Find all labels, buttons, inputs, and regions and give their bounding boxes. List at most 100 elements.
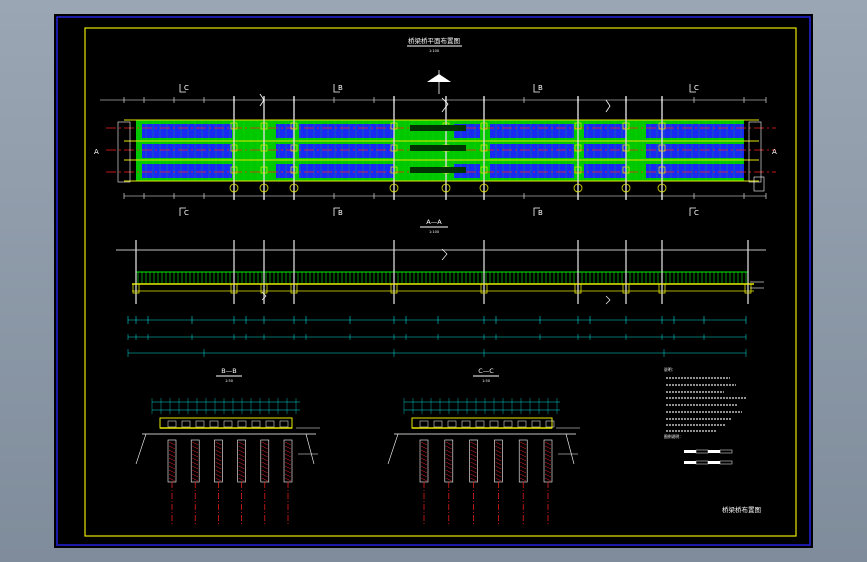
section-pile-hatch [470,469,477,474]
section-pile-hatch [470,445,477,450]
section-pile-hatch [520,449,527,454]
plan-bearing [658,122,666,130]
section-pile-hatch [168,445,176,450]
section-b-view: B—B 1:50 [135,367,320,526]
section-pile-hatch [544,441,552,446]
plan-bearing [290,144,298,152]
section-pile-hatch [470,441,477,446]
scale-bar [684,449,733,465]
section-girder [503,420,513,428]
elevation-break-mark [605,295,611,305]
section-pile-hatch [544,453,552,458]
plan-pile-cap [621,183,631,193]
section-pile-hatch [420,469,428,474]
section-pile-hatch [238,453,245,458]
plan-centerlines [106,127,776,173]
section-pile-hatch [445,469,452,474]
elevation-pier-cap [132,283,140,294]
section-girder [475,420,485,428]
plan-bearing [574,166,582,174]
section-a-view: A—A 1:100 [116,218,766,357]
section-pile-hatch [420,441,428,446]
right-abutment [748,121,762,183]
cad-drawing: 桥梁桥平面布置图 1:100 [56,16,811,546]
section-pile-hatch [168,441,176,446]
section-girder [517,420,527,428]
section-pile-hatch [238,457,245,462]
section-pile-hatch [495,453,502,458]
section-pile-hatch [192,441,199,446]
section-pile-hatch [192,469,199,474]
section-girder [237,420,247,428]
elevation-railing-posts [137,272,747,284]
plan-dim-ticks [123,97,767,199]
section-pile-hatch [495,465,502,470]
section-pile-hatch [470,465,477,470]
section-pile-hatch [284,473,292,478]
plan-bearing [230,144,238,152]
drawing-sheet: 桥梁桥平面布置图 1:100 [54,14,813,548]
plan-girders [124,119,759,182]
section-girder [461,420,471,428]
section-pile-hatch [445,477,452,482]
section-girder [489,420,499,428]
section-pile-hatch [495,457,502,462]
section-slope [135,433,147,465]
section-pile-hatch [192,453,199,458]
section-pile-hatch [284,469,292,474]
plan-bearing [622,144,630,152]
deck-panel [299,124,394,138]
section-pile-hatch [420,445,428,450]
section-pile-hatch [495,473,502,478]
plan-pile-cap [289,183,299,193]
section-pile-hatch [420,457,428,462]
plan-bearing [390,166,398,174]
plan-bearing [260,144,268,152]
plan-bearing [574,144,582,152]
section-pile-hatch [470,457,477,462]
section-mark-c-top-right: C [694,84,699,92]
right-abutment-foot [753,176,765,192]
deck-panel [142,124,232,138]
section-pile-hatch [261,441,268,446]
plan-bearing [260,166,268,174]
section-pile-hatch [520,477,527,482]
elevation-dim-ticks [127,316,747,357]
section-pile-hatch [238,449,245,454]
deck-panel [490,124,574,138]
section-mark-c-bottom-right: C [694,209,699,217]
section-mark-a-left: A [94,148,99,156]
section-pile-hatch [420,449,428,454]
section-pile-hatch [215,461,222,466]
section-pile-hatch [168,449,176,454]
section-pile-hatch [470,473,477,478]
outer-frame [56,16,811,546]
section-pile-hatch [420,473,428,478]
notes-block: 说明： 图例说明： [664,367,746,465]
section-slope [565,433,575,465]
section-slope [387,433,399,465]
section-b-scale: 1:50 [225,379,233,383]
deck-panel [490,164,574,178]
title-block-text: 桥梁桥布置图 [722,505,761,514]
plan-bearing [390,144,398,152]
section-pile-hatch [168,465,176,470]
section-pile-hatch [168,477,176,482]
section-c-title: C—C [478,367,494,375]
elevation-pier-cap [744,283,752,294]
section-pile-hatch [215,473,222,478]
break-mark-1 [259,93,265,107]
plan-bearing [390,122,398,130]
plan-bearing [290,166,298,174]
legend-heading: 图例说明： [664,434,683,439]
section-c-geometry [387,398,580,526]
deck-panel [646,144,744,158]
section-girder [265,420,275,428]
plan-bearing [230,122,238,130]
plan-bearing [658,166,666,174]
section-pile-hatch [420,477,428,482]
section-girder [181,420,191,428]
section-slope [305,433,315,465]
section-mark-b-bottom-right: B [538,209,543,217]
section-pile-hatch [495,477,502,482]
